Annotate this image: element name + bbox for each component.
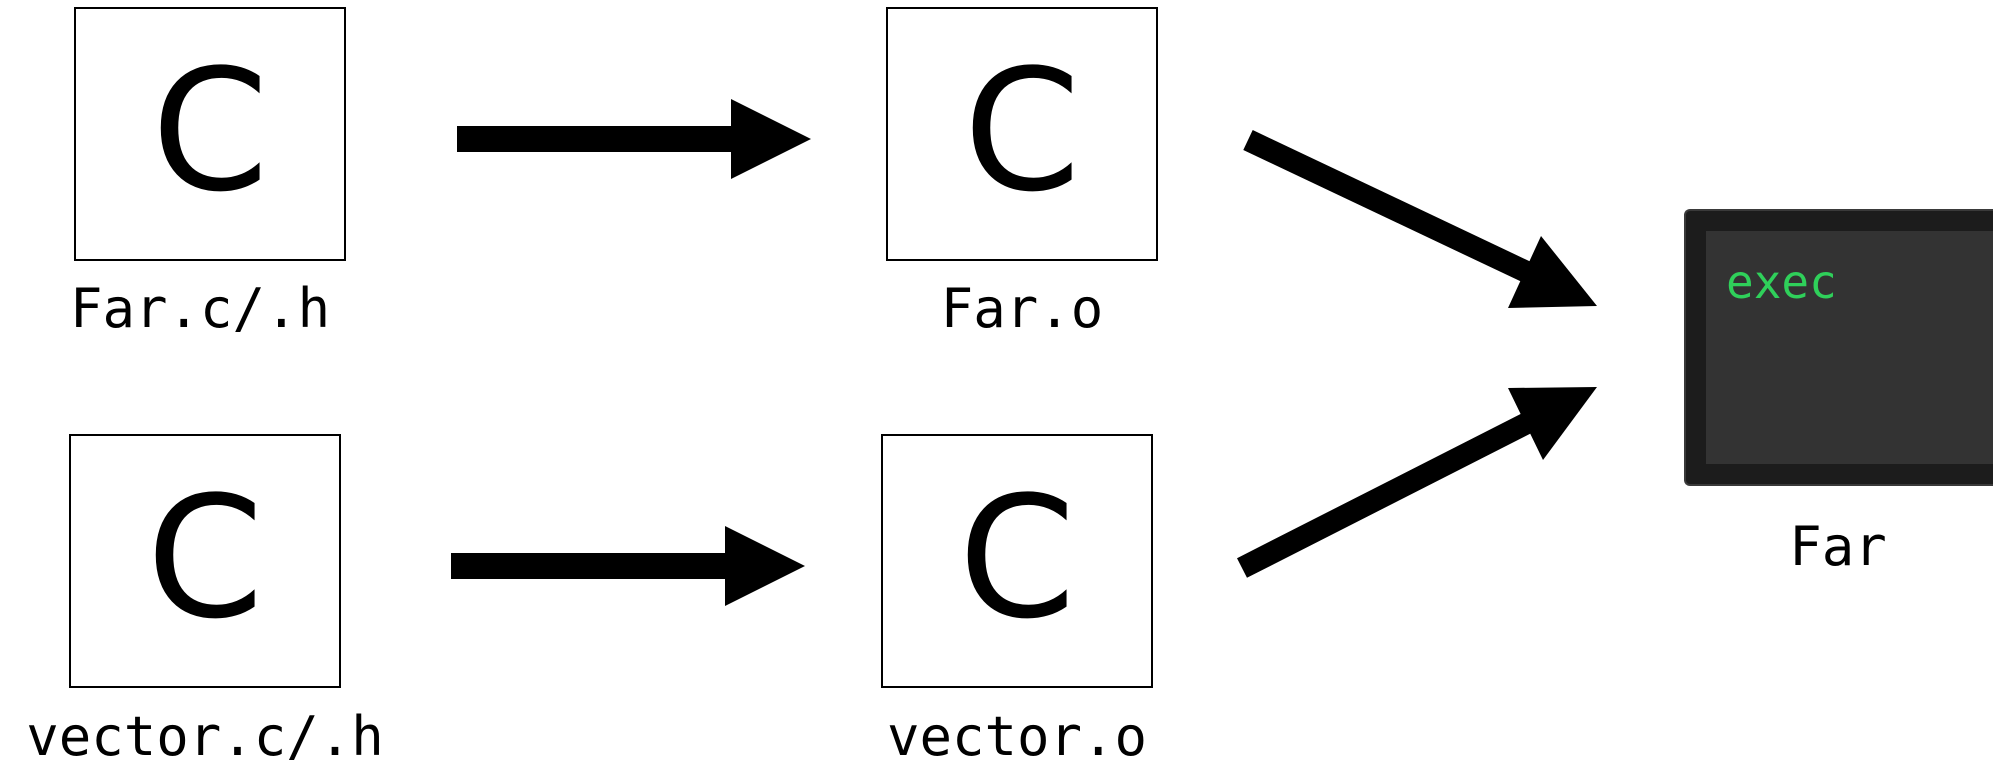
arrow-far-compile (457, 99, 811, 179)
executable-label: Far (1789, 515, 1887, 578)
c-language-icon: C (958, 460, 1076, 656)
terminal-screen: exec (1706, 231, 1993, 464)
arrow-vector-compile (451, 526, 805, 606)
vector-object-file-icon: C (881, 434, 1153, 688)
c-language-icon: C (146, 460, 264, 656)
terminal-exec-text: exec (1726, 255, 1837, 309)
vector-source-file-icon: C (69, 434, 341, 688)
c-language-icon: C (963, 33, 1081, 229)
far-source-label: Far.c/.h (70, 277, 331, 340)
vector-object-label: vector.o (886, 705, 1148, 768)
arrow-far-link (1243, 130, 1597, 308)
far-object-label: Far.o (940, 277, 1104, 340)
c-language-icon: C (151, 33, 269, 229)
far-source-file-icon: C (74, 7, 346, 261)
far-object-file-icon: C (886, 7, 1158, 261)
vector-source-label: vector.c/.h (26, 705, 384, 768)
terminal-icon: exec (1684, 209, 1993, 486)
arrow-vector-link (1237, 387, 1597, 578)
